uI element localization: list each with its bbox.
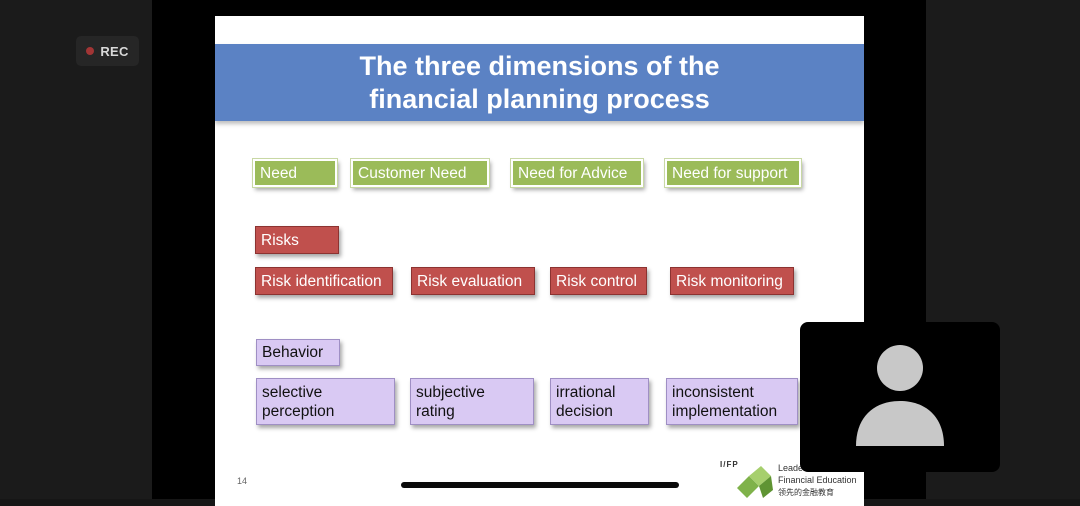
logo-text-line-2: Financial Education	[778, 475, 857, 485]
need-for-support-label: Need for support	[672, 164, 788, 182]
subjective-rating-line-2: rating	[416, 403, 455, 420]
subjective-rating-box: subjective rating	[410, 378, 534, 425]
customer-need-label: Customer Need	[358, 164, 467, 182]
subjective-rating-line-1: subjective	[416, 384, 485, 401]
home-indicator-bar[interactable]	[401, 482, 679, 488]
slide-page-number: 14	[237, 476, 248, 486]
customer-need-box: Customer Need	[350, 158, 490, 188]
risk-identification-label: Risk identification	[261, 272, 382, 290]
behavior-header-box: Behavior	[256, 339, 340, 366]
risk-evaluation-box: Risk evaluation	[411, 267, 535, 295]
selective-perception-box: selective perception	[256, 378, 395, 425]
person-avatar-icon	[856, 345, 944, 446]
logo-text-line-1: Leader	[778, 463, 807, 473]
selective-perception-line-1: selective	[262, 384, 323, 401]
slide-title-line-2: financial planning process	[369, 83, 710, 114]
slide-title-band: The three dimensions of the financial pl…	[215, 44, 864, 121]
participant-video-tile[interactable]	[800, 322, 1000, 472]
behavior-header-label: Behavior	[262, 344, 324, 361]
risk-identification-box: Risk identification	[255, 267, 393, 295]
risk-monitoring-box: Risk monitoring	[670, 267, 794, 295]
need-for-advice-box: Need for Advice	[510, 158, 644, 188]
recording-label: REC	[100, 43, 129, 59]
risk-evaluation-label: Risk evaluation	[417, 272, 523, 290]
recording-indicator[interactable]: REC	[76, 36, 139, 66]
need-box: Need	[252, 158, 338, 188]
record-dot-icon	[86, 47, 95, 55]
inconsistent-implementation-line-2: implementation	[672, 403, 778, 420]
shared-slide: The three dimensions of the financial pl…	[215, 16, 864, 506]
risks-header-label: Risks	[261, 231, 299, 249]
need-for-support-box: Need for support	[664, 158, 802, 188]
slide-title-line-1: The three dimensions of the	[359, 50, 720, 81]
need-for-advice-label: Need for Advice	[518, 164, 628, 182]
irrational-decision-line-1: irrational	[556, 384, 616, 401]
inconsistent-implementation-line-1: inconsistent	[672, 384, 754, 401]
risk-monitoring-label: Risk monitoring	[676, 272, 783, 290]
selective-perception-line-2: perception	[262, 403, 335, 420]
risks-header-box: Risks	[255, 226, 339, 254]
risk-control-box: Risk control	[550, 267, 647, 295]
ifp-logo: I/FP Leader Financial Education 领先的金融教育	[720, 460, 865, 506]
irrational-decision-line-2: decision	[556, 403, 613, 420]
risk-control-label: Risk control	[556, 272, 637, 290]
logo-mark: I/FP	[720, 460, 739, 469]
ifp-logo-icon	[737, 466, 773, 498]
inconsistent-implementation-box: inconsistent implementation	[666, 378, 798, 425]
irrational-decision-box: irrational decision	[550, 378, 649, 425]
need-label: Need	[260, 164, 298, 182]
left-panel	[0, 0, 152, 499]
logo-text-line-3: 领先的金融教育	[778, 488, 834, 497]
